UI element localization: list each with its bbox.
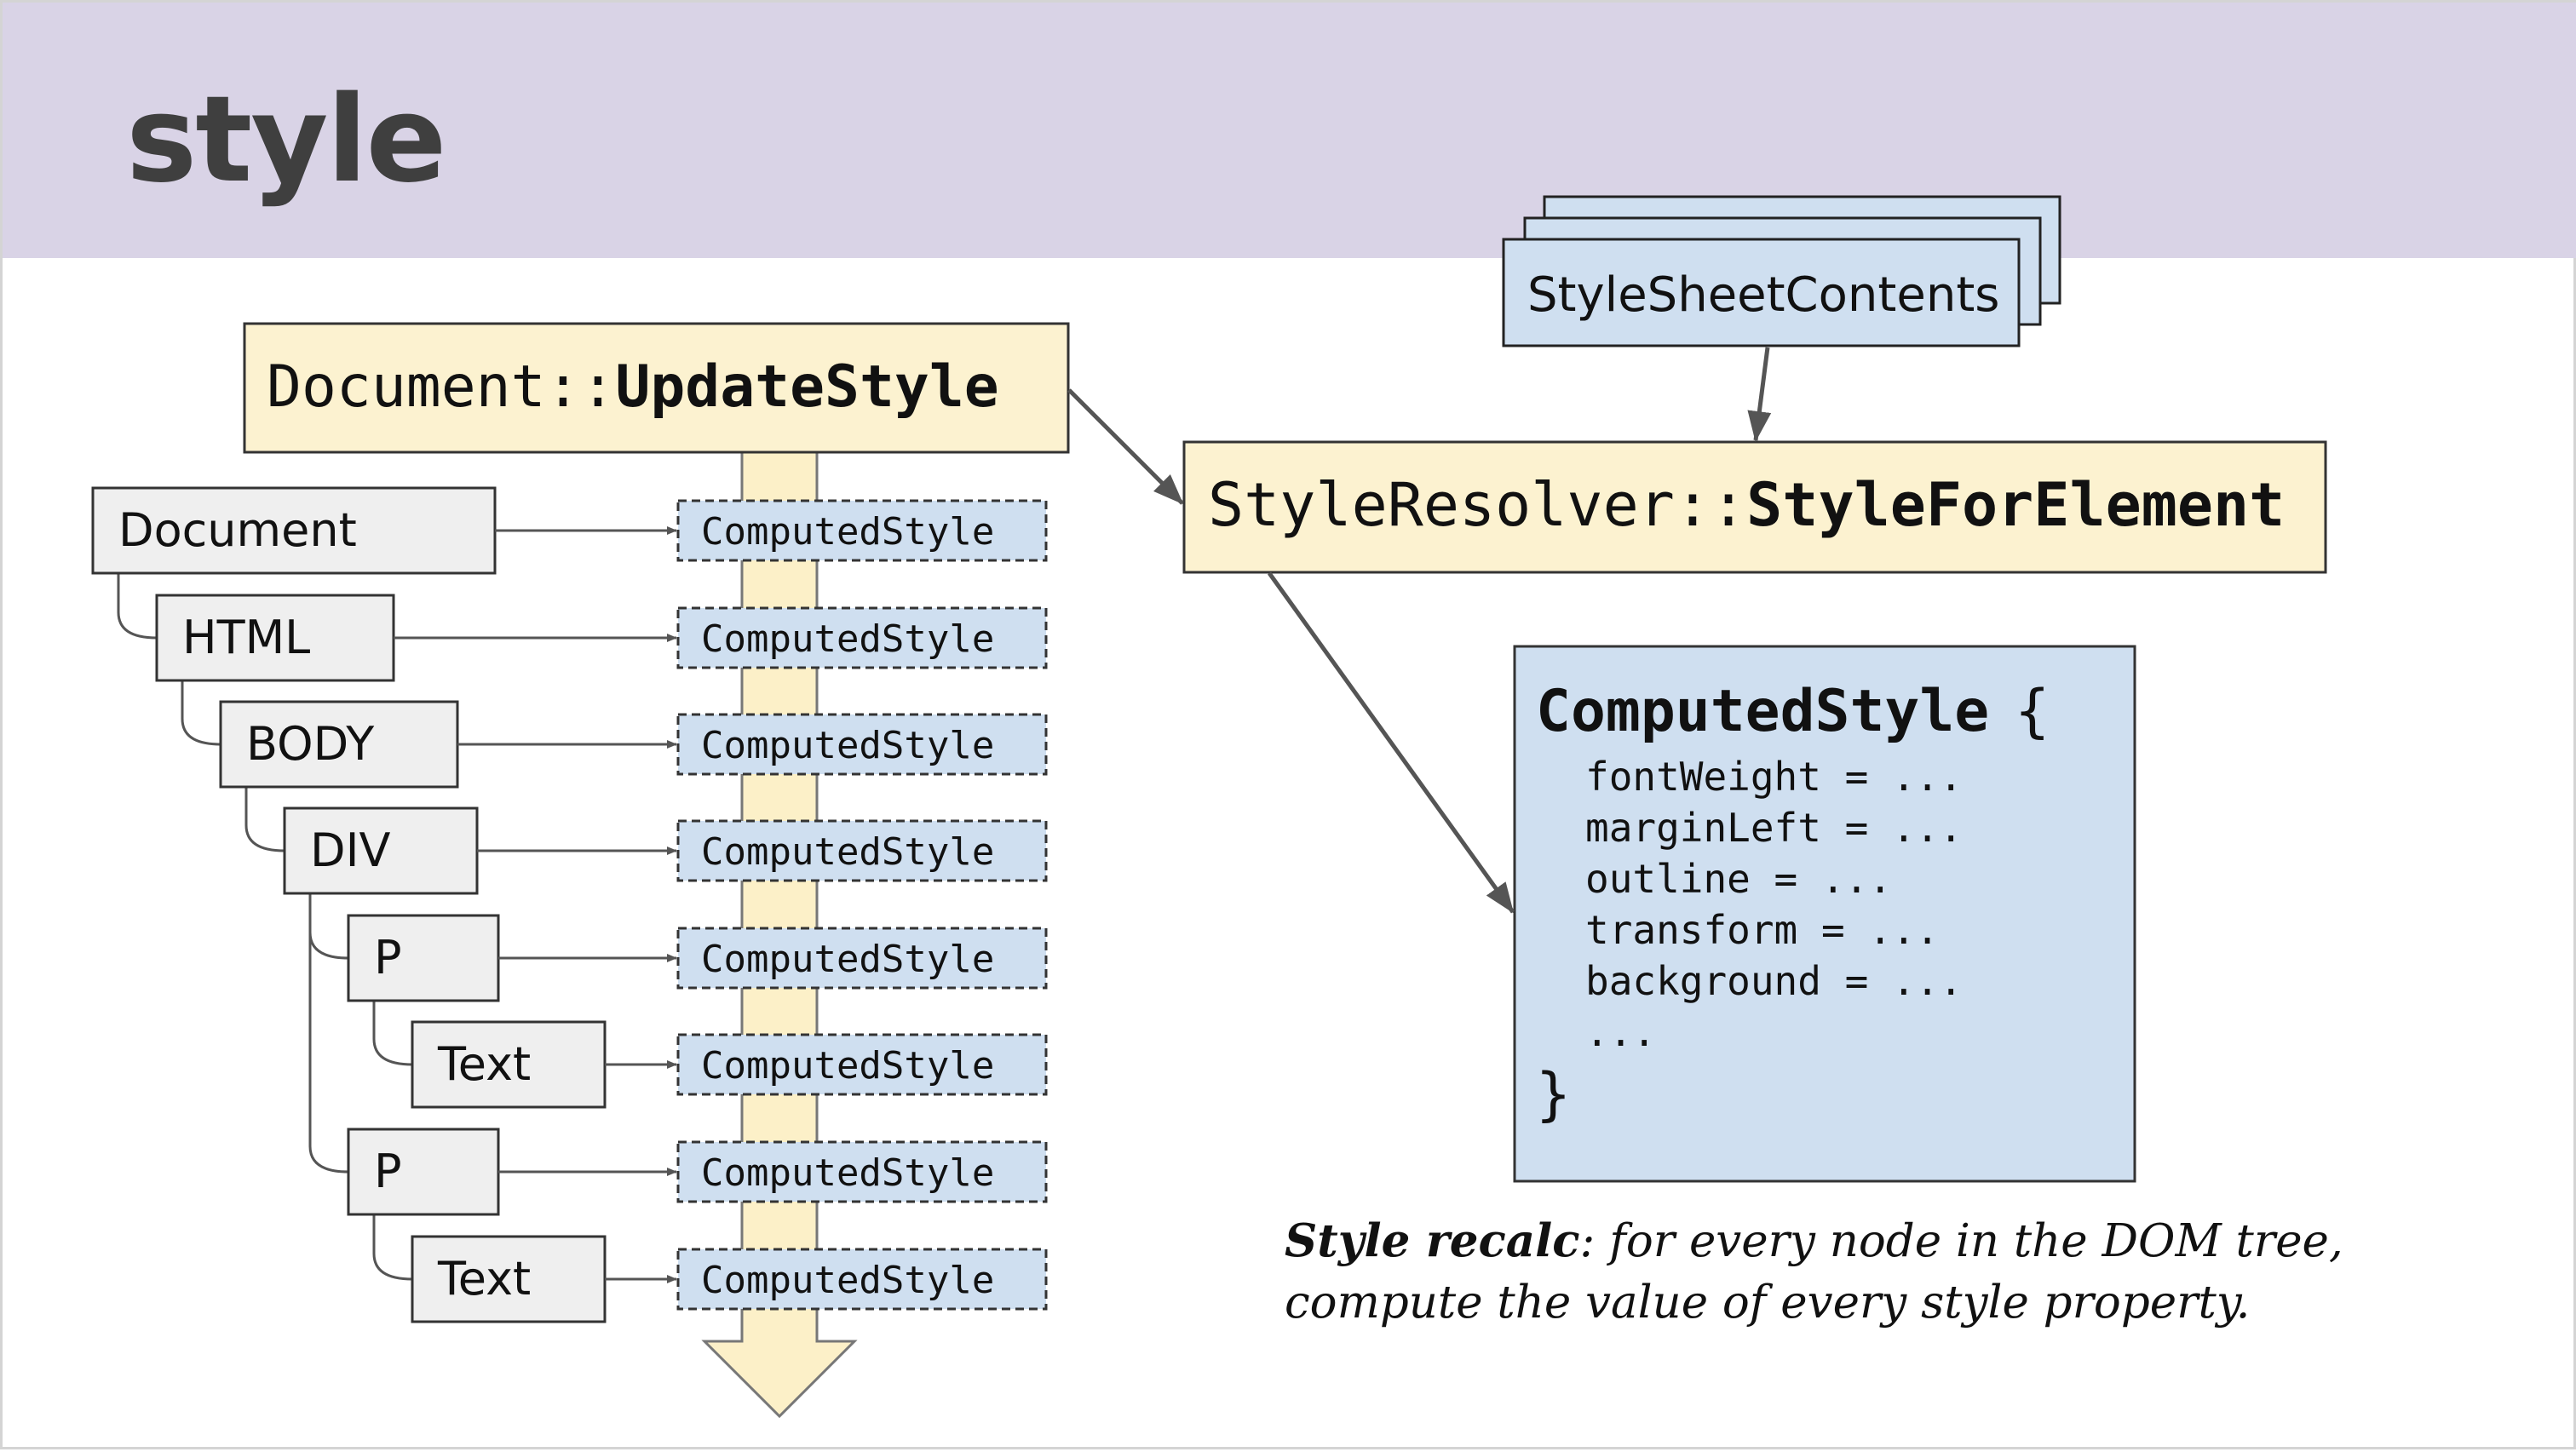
- dom-node-div: DIV: [283, 806, 479, 895]
- computed-style-property: transform = ...: [1585, 907, 1939, 953]
- computed-style-box-label: ComputedStyle: [701, 510, 994, 554]
- computed-style-box-frame: [676, 1033, 1048, 1096]
- dom-node-box: [91, 486, 497, 575]
- computed-style-box-frame: [676, 819, 1048, 882]
- computed-style-box: ComputedStyle: [676, 713, 1048, 776]
- computed-style-box-frame: [676, 499, 1048, 562]
- dom-node-box: [283, 806, 479, 895]
- dom-node-label: P: [374, 1145, 402, 1198]
- caption-line-2: compute the value of every style propert…: [1285, 1277, 2251, 1329]
- caption-term: Style recalc: [1285, 1214, 1580, 1267]
- caption: Style recalc: for every node in the DOM …: [1285, 1210, 2392, 1334]
- computed-style-box-frame: [676, 1140, 1048, 1203]
- tree-connector: [117, 573, 158, 640]
- computed-style-box: ComputedStyle: [676, 1140, 1048, 1203]
- computed-style-box: ComputedStyle: [676, 606, 1048, 669]
- tree-connector: [308, 893, 349, 960]
- header-band: [3, 3, 2576, 258]
- dom-node-label: Document: [118, 503, 357, 557]
- computed-style-properties: fontWeight = ... marginLeft = ... outline …: [1585, 754, 1963, 1055]
- computed-style-box-label: ComputedStyle: [701, 617, 994, 661]
- dom-node-document: Document: [91, 486, 497, 575]
- dom-node-p: P: [347, 1128, 500, 1216]
- computed-style-box: ComputedStyle: [676, 1033, 1048, 1096]
- dom-node-label: BODY: [246, 717, 375, 771]
- computed-style-box-label: ComputedStyle: [701, 830, 994, 874]
- style-resolver-label: StyleResolver::StyleForElement: [1208, 470, 2285, 540]
- update-style-box: [243, 322, 1070, 454]
- caption-line-1-rest: : for every node in the DOM tree,: [1579, 1215, 2343, 1267]
- tree-connector: [244, 787, 285, 852]
- dom-node-text: Text: [411, 1235, 607, 1323]
- computed-style-property: ...: [1585, 1009, 1656, 1055]
- computed-style-box-frame: [676, 606, 1048, 669]
- arrow-stylesheet-to-resolver: [1747, 347, 1772, 442]
- dom-node-label: DIV: [310, 824, 391, 877]
- computed-style-box-frame: [676, 713, 1048, 776]
- diagram: Document::UpdateStyle StyleSheetContents…: [91, 195, 2327, 1419]
- dom-node-box: [155, 594, 395, 682]
- arrow-resolver-to-computed: [1267, 571, 1515, 914]
- dom-node-label: Text: [437, 1037, 531, 1091]
- tree-connector: [181, 680, 221, 746]
- computed-style-property: marginLeft = ...: [1585, 805, 1963, 851]
- dom-node-html: HTML: [155, 594, 395, 682]
- computed-style-box-label: ComputedStyle: [701, 1151, 994, 1195]
- computed-style-box-frame: [676, 927, 1048, 990]
- dom-node-body: BODY: [219, 700, 459, 789]
- tree-connector: [372, 1214, 413, 1281]
- node-to-style-arrows: [394, 526, 677, 1283]
- computed-style-box-label: ComputedStyle: [701, 1044, 994, 1088]
- computed-style-box-label: ComputedStyle: [701, 724, 994, 767]
- computed-style-box: ComputedStyle: [676, 1248, 1048, 1311]
- style-resolver-box: [1182, 440, 2327, 574]
- computed-style-box-label: ComputedStyle: [701, 938, 994, 981]
- dom-node-box: [219, 700, 459, 789]
- computed-style-property: fontWeight = ...: [1585, 754, 1963, 800]
- dom-node-label: HTML: [182, 611, 310, 664]
- computed-style-box: ComputedStyle: [676, 499, 1048, 562]
- stylesheet-contents-label: StyleSheetContents: [1527, 267, 1999, 323]
- tree-connector: [308, 893, 349, 1174]
- dom-node-box: [411, 1235, 607, 1323]
- computed-style-box-frame: [676, 1248, 1048, 1311]
- computed-style-box: ComputedStyle: [676, 819, 1048, 882]
- dom-node-label: P: [374, 931, 402, 984]
- caption-line-1: Style recalc: for every node in the DOM …: [1285, 1210, 2392, 1272]
- slide-title: style: [126, 71, 446, 209]
- computed-style-property: outline = ...: [1585, 856, 1892, 902]
- tree-connector: [372, 1001, 413, 1066]
- dom-tree-connectors: [117, 573, 413, 1281]
- update-style-label: Document::UpdateStyle: [267, 353, 999, 421]
- dom-node-text: Text: [411, 1020, 607, 1109]
- dom-node-label: Text: [437, 1252, 531, 1306]
- dom-node-p: P: [347, 914, 500, 1002]
- computed-style-box-label: ComputedStyle: [701, 1259, 994, 1302]
- computed-style-property: background = ...: [1585, 958, 1963, 1004]
- dom-node-box: [347, 1128, 500, 1216]
- arrow-update-to-resolver: [1067, 388, 1184, 505]
- computed-style-detail-box: [1513, 645, 2136, 1183]
- computed-style-close-brace: }: [1536, 1061, 1571, 1128]
- stylesheet-contents-stack: StyleSheetContents: [1502, 195, 2061, 347]
- computed-style-column: ComputedStyleComputedStyleComputedStyleC…: [676, 499, 1048, 1311]
- computed-style-heading: ComputedStyle{: [1536, 678, 2050, 745]
- dom-node-box: [347, 914, 500, 1002]
- computed-style-box: ComputedStyle: [676, 927, 1048, 990]
